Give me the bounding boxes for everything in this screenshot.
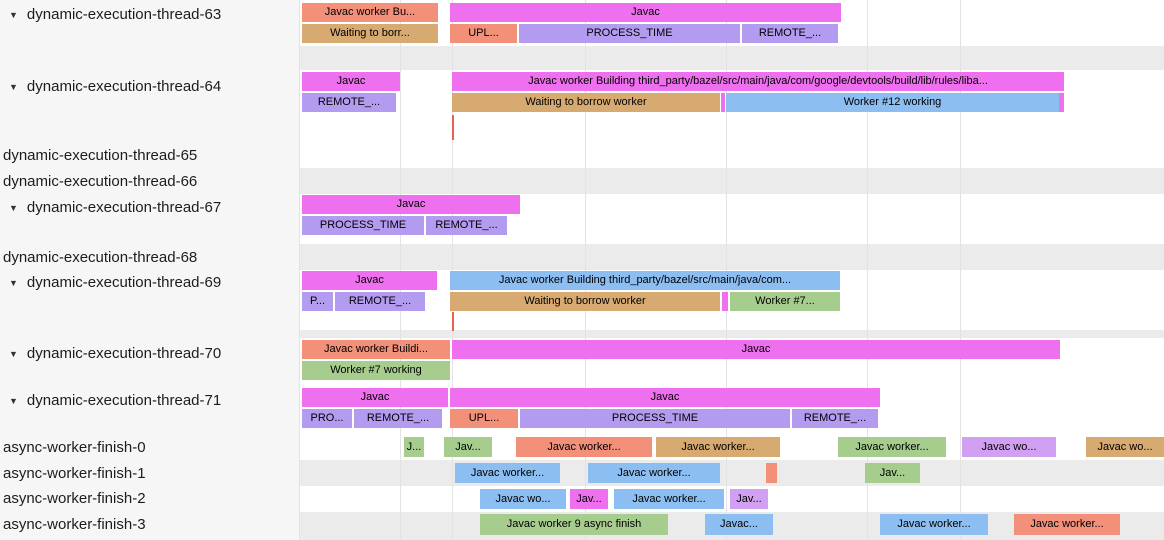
row-background-band xyxy=(300,46,1164,70)
trace-slice[interactable]: Javac worker... xyxy=(1014,514,1120,535)
trace-slice[interactable]: PROCESS_TIME xyxy=(520,409,790,428)
trace-slice[interactable]: Javac wo... xyxy=(1086,437,1164,457)
sidebar-thread-dynamic-execution-thread-67[interactable]: ▼ dynamic-execution-thread-67 xyxy=(0,197,300,218)
expand-triangle-icon[interactable]: ▼ xyxy=(9,202,18,213)
time-gridline xyxy=(726,0,727,540)
thread-name-label: dynamic-execution-thread-67 xyxy=(26,199,222,216)
trace-slice[interactable]: Javac worker... xyxy=(516,437,652,457)
sidebar-thread-dynamic-execution-thread-69[interactable]: ▼ dynamic-execution-thread-69 xyxy=(0,272,300,293)
trace-slice[interactable]: Javac wo... xyxy=(962,437,1056,457)
time-gridline xyxy=(867,0,868,540)
trace-slice[interactable]: J... xyxy=(404,437,424,457)
trace-slice[interactable]: Javac xyxy=(450,3,841,22)
row-background-band xyxy=(300,244,1164,270)
trace-slice[interactable]: PRO... xyxy=(302,409,352,428)
trace-slice[interactable]: Javac worker Building third_party/bazel/… xyxy=(450,271,840,290)
trace-slice[interactable]: Javac worker... xyxy=(455,463,560,483)
trace-slice[interactable]: REMOTE_... xyxy=(354,409,442,428)
time-gridline xyxy=(585,0,586,540)
trace-slice[interactable]: UPL... xyxy=(450,409,518,428)
trace-slice[interactable]: Jav... xyxy=(444,437,492,457)
trace-slice[interactable]: Jav... xyxy=(865,463,920,483)
trace-slice[interactable] xyxy=(766,463,777,483)
trace-slice[interactable]: PROCESS_TIME xyxy=(519,24,740,43)
trace-slice[interactable]: Jav... xyxy=(730,489,768,509)
trace-slice[interactable] xyxy=(721,93,725,112)
trace-slice[interactable]: REMOTE_... xyxy=(742,24,838,43)
trace-slice[interactable]: Waiting to borrow worker xyxy=(452,93,720,112)
time-gridline xyxy=(452,0,453,540)
thread-name-label: async-worker-finish-1 xyxy=(3,465,146,482)
trace-slice[interactable]: Javac worker... xyxy=(614,489,724,509)
instant-event-tick[interactable] xyxy=(452,312,454,331)
expand-triangle-icon[interactable]: ▼ xyxy=(9,9,18,20)
expand-triangle-icon[interactable]: ▼ xyxy=(9,348,18,359)
thread-name-label: dynamic-execution-thread-63 xyxy=(26,6,222,23)
trace-slice[interactable]: Javac worker... xyxy=(588,463,720,483)
trace-slice[interactable]: Javac xyxy=(302,195,520,214)
sidebar-thread-async-worker-finish-1[interactable]: async-worker-finish-1 xyxy=(0,463,300,484)
expand-triangle-icon[interactable]: ▼ xyxy=(9,81,18,92)
trace-slice[interactable]: Javac worker... xyxy=(880,514,988,535)
trace-slice[interactable]: Worker #12 working xyxy=(726,93,1059,112)
trace-slice[interactable]: Javac xyxy=(302,271,437,290)
trace-slice[interactable]: Javac worker Building third_party/bazel/… xyxy=(452,72,1064,91)
trace-slice[interactable]: Javac... xyxy=(705,514,773,535)
trace-slice[interactable]: Waiting to borr... xyxy=(302,24,438,43)
sidebar-thread-dynamic-execution-thread-65[interactable]: dynamic-execution-thread-65 xyxy=(0,145,300,166)
thread-name-label: async-worker-finish-0 xyxy=(3,439,146,456)
trace-slice[interactable]: REMOTE_... xyxy=(335,292,425,311)
trace-slice[interactable]: Javac worker Bu... xyxy=(302,3,438,22)
row-background-band xyxy=(300,168,1164,194)
trace-slice[interactable]: Worker #7... xyxy=(730,292,840,311)
sidebar-thread-async-worker-finish-2[interactable]: async-worker-finish-2 xyxy=(0,488,300,509)
trace-slice[interactable]: P... xyxy=(302,292,333,311)
trace-slice[interactable]: Javac worker... xyxy=(656,437,780,457)
trace-slice[interactable]: REMOTE_... xyxy=(302,93,396,112)
trace-slice[interactable]: Javac xyxy=(452,340,1060,359)
sidebar-thread-dynamic-execution-thread-70[interactable]: ▼ dynamic-execution-thread-70 xyxy=(0,343,300,364)
trace-slice[interactable]: Javac xyxy=(302,388,448,407)
sidebar-thread-async-worker-finish-3[interactable]: async-worker-finish-3 xyxy=(0,514,300,535)
trace-slice[interactable]: Jav... xyxy=(570,489,608,509)
thread-name-label: dynamic-execution-thread-64 xyxy=(26,78,222,95)
trace-slice[interactable]: Javac worker... xyxy=(838,437,946,457)
trace-slice[interactable]: Javac xyxy=(450,388,880,407)
thread-name-label: dynamic-execution-thread-68 xyxy=(3,249,198,266)
thread-name-label: dynamic-execution-thread-71 xyxy=(26,392,222,409)
trace-slice[interactable]: Waiting to borrow worker xyxy=(450,292,720,311)
trace-slice[interactable]: Worker #7 working xyxy=(302,361,450,380)
time-gridline xyxy=(960,0,961,540)
row-background-band xyxy=(300,330,1164,338)
thread-name-label: dynamic-execution-thread-70 xyxy=(26,345,222,362)
trace-slice[interactable] xyxy=(1059,93,1064,112)
thread-name-label: dynamic-execution-thread-69 xyxy=(26,274,222,291)
trace-slice[interactable] xyxy=(722,292,728,311)
sidebar-thread-dynamic-execution-thread-64[interactable]: ▼ dynamic-execution-thread-64 xyxy=(0,76,300,97)
sidebar-thread-dynamic-execution-thread-68[interactable]: dynamic-execution-thread-68 xyxy=(0,247,300,268)
thread-name-label: dynamic-execution-thread-65 xyxy=(3,147,198,164)
trace-slice[interactable]: REMOTE_... xyxy=(792,409,878,428)
trace-slice[interactable]: REMOTE_... xyxy=(426,216,507,235)
sidebar-thread-dynamic-execution-thread-71[interactable]: ▼ dynamic-execution-thread-71 xyxy=(0,390,300,411)
trace-slice[interactable]: Javac xyxy=(302,72,400,91)
sidebar-thread-dynamic-execution-thread-63[interactable]: ▼ dynamic-execution-thread-63 xyxy=(0,4,300,25)
thread-name-label: async-worker-finish-3 xyxy=(3,516,146,533)
trace-slice[interactable]: PROCESS_TIME xyxy=(302,216,424,235)
thread-name-label: async-worker-finish-2 xyxy=(3,490,146,507)
trace-slice[interactable]: Javac worker 9 async finish xyxy=(480,514,668,535)
row-background-band xyxy=(300,460,1164,486)
instant-event-tick[interactable] xyxy=(452,115,454,140)
trace-slice[interactable]: UPL... xyxy=(450,24,517,43)
sidebar-thread-dynamic-execution-thread-66[interactable]: dynamic-execution-thread-66 xyxy=(0,171,300,192)
thread-list: ▼ dynamic-execution-thread-63 ▼ dynamic-exe… xyxy=(0,0,300,540)
thread-name-label: dynamic-execution-thread-66 xyxy=(3,173,198,190)
trace-slice[interactable]: Javac worker Buildi... xyxy=(302,340,450,359)
expand-triangle-icon[interactable]: ▼ xyxy=(9,395,18,406)
time-gridline xyxy=(400,0,401,540)
sidebar-thread-async-worker-finish-0[interactable]: async-worker-finish-0 xyxy=(0,437,300,458)
expand-triangle-icon[interactable]: ▼ xyxy=(9,277,18,288)
trace-slice[interactable]: Javac wo... xyxy=(480,489,566,509)
